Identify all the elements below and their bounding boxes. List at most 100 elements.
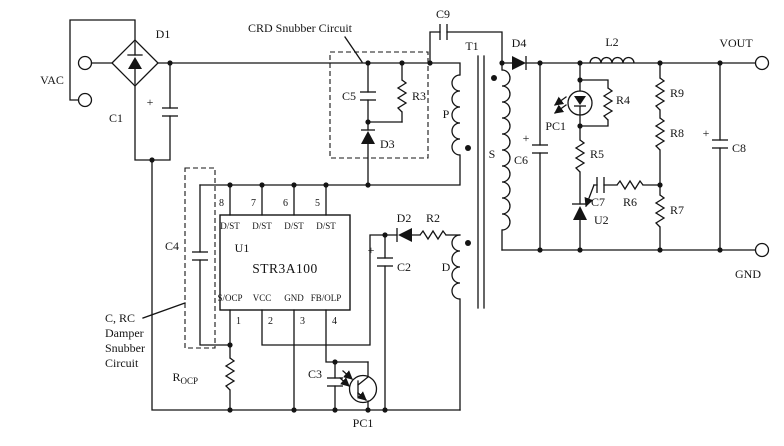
diode-triangle	[361, 131, 375, 144]
resistor-r7-zigzag	[654, 194, 666, 228]
ic-top-pin-stubs	[229, 184, 327, 216]
damper-snubber-box	[184, 167, 216, 349]
resistor-zigzag	[396, 79, 408, 113]
pin2-vcc-wire	[261, 234, 386, 346]
pin-label-dst-3: D/ST	[284, 221, 304, 231]
pin-label-dst-4: D/ST	[316, 221, 336, 231]
pin-label-socp: S/OCP	[217, 293, 242, 303]
light-arrow	[554, 96, 567, 106]
aux-winding	[451, 234, 461, 300]
resistor-r6: R6	[616, 179, 661, 209]
r6-label: R6	[623, 195, 637, 209]
resistor-zigzag	[574, 139, 586, 173]
r7-label: R7	[670, 203, 684, 217]
opto-body	[348, 374, 378, 404]
capacitor-c7: C7	[591, 177, 618, 209]
capacitor-c5: C5	[342, 62, 376, 123]
pin-number-4: 4	[332, 316, 337, 327]
capacitor-c4: C4	[165, 184, 231, 346]
capacitor-c6: + C6	[514, 62, 548, 251]
c1-plus: +	[147, 95, 154, 109]
primary-winding	[451, 74, 461, 156]
aux-polarity-dot	[465, 240, 471, 246]
crd-snubber-box	[329, 51, 429, 159]
light-arrow	[554, 104, 567, 114]
diode-triangle	[512, 56, 526, 70]
r8-label: R8	[670, 126, 684, 140]
r2-label: R2	[426, 211, 440, 225]
resistor-rocp: ROCP	[172, 357, 236, 391]
dc-minus-rail	[134, 85, 461, 411]
u2-label: U2	[594, 213, 609, 227]
output-divider: R9 R8 R7	[654, 62, 684, 251]
resistor-r4: R4	[602, 87, 630, 121]
wire	[69, 19, 136, 101]
resistor-r8-zigzag	[654, 117, 666, 151]
gnd-terminal-circle	[754, 242, 770, 258]
junction-dots	[149, 60, 723, 413]
diode-d3: D3	[361, 121, 395, 186]
pin-number-7: 7	[251, 198, 256, 209]
vac-label: VAC	[40, 73, 64, 87]
pin-label-vcc: VCC	[253, 293, 272, 303]
bridge-rectifier-d1: D1	[111, 27, 170, 87]
diode-triangle	[128, 57, 142, 69]
diode-d4: D4	[501, 36, 527, 70]
secondary-winding	[501, 69, 511, 231]
pin4-fb-wire	[325, 309, 369, 363]
c2-plus: +	[368, 243, 375, 257]
diode-triangle	[398, 228, 412, 242]
c5-label: C5	[342, 89, 356, 103]
d2-label: D2	[397, 211, 412, 225]
damper-label-line1: C, RC	[105, 311, 135, 325]
transformer-t1: T1 P S D	[442, 39, 511, 411]
ic-u1-str3a100: 8 7 6 5 D/ST D/ST D/ST D/ST U1 STR3A100 …	[217, 184, 386, 411]
primary-rails	[134, 62, 461, 411]
pin-number-8: 8	[219, 198, 224, 209]
resistor-r2: R2	[419, 211, 461, 241]
gnd-label: GND	[735, 267, 761, 281]
ic-body	[219, 214, 351, 311]
regulator-triangle	[573, 206, 587, 220]
wire	[429, 31, 503, 64]
capacitor-c9: C9	[429, 7, 503, 64]
opto-body	[567, 90, 593, 116]
c8-plus: +	[703, 126, 710, 140]
led-triangle	[574, 96, 586, 105]
c7-label: C7	[591, 195, 605, 209]
t1-label: T1	[465, 39, 478, 53]
emitter-arrow	[357, 391, 367, 401]
optocoupler-pc1-led: PC1	[545, 90, 593, 133]
vout-terminal-circle	[754, 55, 770, 71]
ac-terminal-bottom	[77, 92, 93, 108]
primary-winding-label: P	[443, 107, 450, 121]
shunt-regulator-u2: U2	[572, 184, 609, 227]
c6-plus: +	[523, 131, 530, 145]
c1-label: C1	[109, 111, 123, 125]
r3-label: R3	[412, 89, 426, 103]
ac-terminal-top	[77, 55, 93, 71]
pin-number-5: 5	[315, 198, 320, 209]
u1-part-number: STR3A100	[252, 261, 318, 276]
pin-label-gnd: GND	[284, 293, 304, 303]
c6-label: C6	[514, 153, 528, 167]
crd-snubber-circuit: CRD Snubber Circuit C5 R3 D3	[248, 21, 429, 186]
pc1-primary-label: PC1	[353, 416, 374, 430]
resistor-r5: R5	[574, 139, 604, 173]
l2-label: L2	[605, 35, 618, 49]
vout-terminal: VOUT	[719, 36, 770, 71]
transistor-lines	[357, 361, 369, 411]
capacitor-c3: C3	[308, 361, 343, 411]
secondary-winding-label: S	[489, 147, 496, 161]
d4-label: D4	[512, 36, 527, 50]
resistor-r9-zigzag	[654, 77, 666, 111]
r4-label: R4	[616, 93, 630, 107]
resistor-zigzag	[419, 229, 447, 241]
light-arrow	[339, 377, 350, 387]
damper-label-line4: Circuit	[105, 356, 139, 370]
pin-number-3: 3	[300, 316, 305, 327]
damper-pointer-line	[142, 302, 186, 319]
c8-label: C8	[732, 141, 746, 155]
